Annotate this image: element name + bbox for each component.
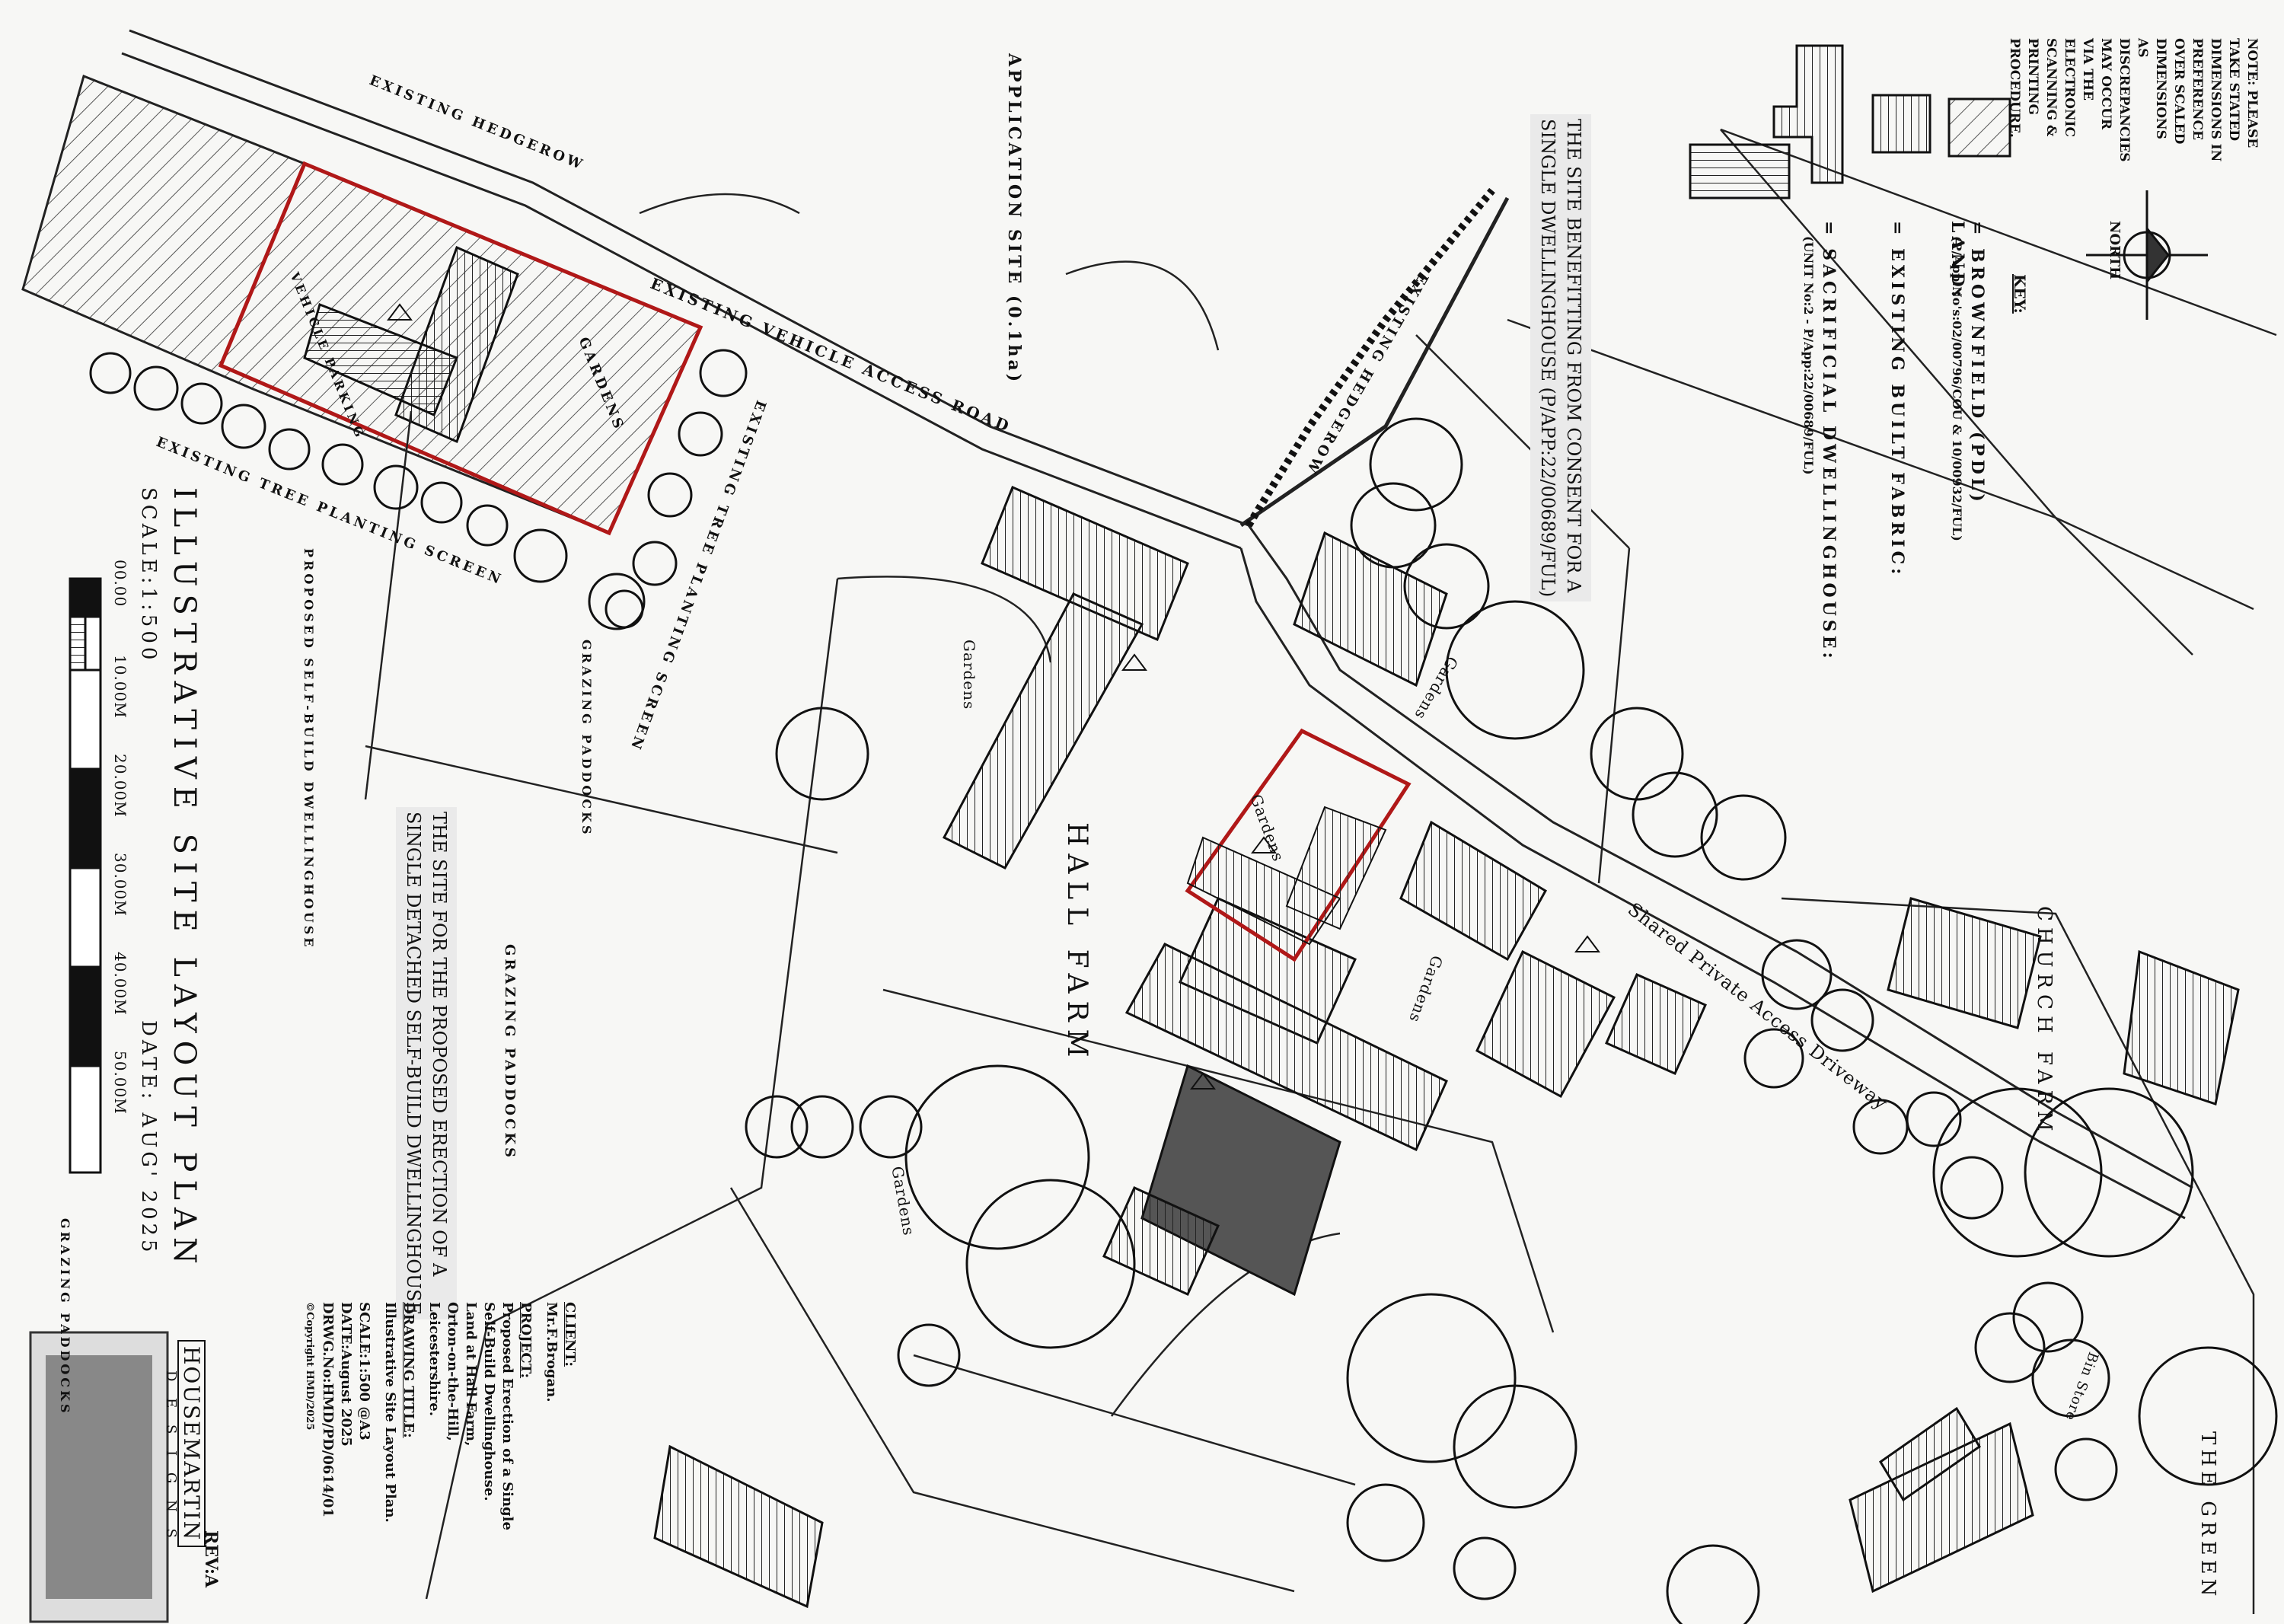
label-proposed-dwelling: PROPOSED SELF-BUILD DWELLINGHOUSE [301, 548, 316, 950]
project-line-3: Land at Hall Farm, [463, 1302, 479, 1447]
callout-proposal-line-1: THE SITE FOR THE PROPOSED ERECTION OF A [429, 812, 450, 1277]
key-symbols [1689, 44, 2011, 199]
title-block-date: DATE:August 2025 [338, 1302, 354, 1447]
label-grazing-paddocks-2: GRAZING PADDOCKS [502, 944, 518, 1161]
scale-bar [69, 577, 102, 1174]
label-gardens-a: Gardens [960, 640, 978, 710]
project-line-4: Orton-on-the-Hill, [445, 1302, 461, 1441]
title-block-scale: SCALE:1:500 @A3 [356, 1302, 372, 1441]
existing-buildings [653, 486, 2240, 1609]
key-sacrificial-ref: (UNIT No:2 - P/App:22/00689/FUL) [1801, 236, 1816, 475]
note-line-3: VIA THE ELECTRONIC SCANNING & PRINTING P… [2007, 38, 2095, 138]
plan-date: DATE: AUG' 2025 [137, 1020, 160, 1256]
access-road [121, 29, 2193, 1220]
north-label: NORTH [2107, 221, 2123, 280]
title-block: CLIENT: Mr.F.Brogan. PROJECT: Proposed E… [300, 1302, 579, 1530]
client-label: CLIENT: [562, 1302, 578, 1367]
plan-title: ILLUSTRATIVE SITE LAYOUT PLAN [167, 487, 202, 1271]
project-label: PROJECT: [518, 1302, 534, 1379]
label-grazing-paddocks-3: GRAZING PADDOCKS [58, 1218, 72, 1416]
view-markers [387, 303, 1600, 1090]
scalebar-label-30: 30.00M [111, 853, 129, 917]
callout-proposal-line-2: SINGLE DETACHED SELF-BUILD DWELLINGHOUSE [403, 812, 424, 1316]
project-line-5: Leicestershire. [426, 1302, 442, 1417]
proposed-dwelling-footprint [303, 245, 519, 444]
drawing-title: Illustrative Site Layout Plan. [382, 1302, 398, 1523]
callout-proposal: THE SITE FOR THE PROPOSED ERECTION OF A … [396, 807, 457, 1320]
north-arrow-icon [2086, 190, 2208, 320]
key-brownfield-ref: (P/App:No's:02/00796/COU & 10/00932/FUL) [1950, 236, 1964, 541]
sacrificial-dwelling [1185, 728, 1412, 962]
callout-consent-line-2: SINGLE DWELLINGHOUSE (P/APP:22/00689/FUL… [1537, 119, 1558, 598]
callout-consent-line-1: THE SITE BENEFITTING FROM CONSENT FOR A [1563, 119, 1584, 593]
scalebar-label-50: 50.00M [111, 1051, 129, 1115]
label-the-green: THE GREEN [2196, 1431, 2219, 1601]
plan-scale: SCALE:1:500 [137, 487, 160, 664]
label-application-site: APPLICATION SITE (0.1ha) [1004, 53, 1024, 385]
field-boundaries [364, 128, 2277, 1614]
housemartin-logo-icon [29, 1331, 169, 1623]
label-church-farm: CHURCH FARM [2033, 906, 2056, 1137]
brand-subtitle: D E S I G N S [163, 1370, 179, 1544]
project-line-1: Proposed Erection of a Single [499, 1302, 515, 1530]
key-sacrificial: = SACRIFICIAL DWELLINGHOUSE: [1819, 221, 1839, 662]
hedgerow-right [1245, 187, 1495, 528]
project-line-2: Self-Build Dwellinghouse. [481, 1302, 497, 1501]
label-grazing-paddocks-1: GRAZING PADDOCKS [579, 640, 594, 838]
label-hall-farm: HALL FARM [1061, 822, 1093, 1065]
note-line-2: OVER SCALED DIMENSIONS AS DISCREPANCIES … [2098, 38, 2187, 162]
brand-name: HOUSEMARTIN [177, 1340, 206, 1548]
note-line-1: NOTE: PLEASE TAKE STATED DIMENSIONS IN P… [2190, 38, 2260, 162]
client-name: Mr.F.Brogan. [544, 1302, 560, 1402]
key-title: KEY: [2011, 274, 2029, 314]
scalebar-label-0: 00.00 [111, 560, 129, 608]
trees [89, 349, 2278, 1624]
scanning-note: NOTE: PLEASE TAKE STATED DIMENSIONS IN P… [2005, 38, 2261, 162]
scalebar-label-20: 20.00M [111, 754, 129, 818]
drawing-number: DRWG.No:HMD/PD/0614/01 [320, 1302, 336, 1518]
scalebar-label-10: 10.00M [111, 655, 129, 719]
application-site-boundary [218, 161, 703, 536]
callout-consent: THE SITE BENEFITTING FROM CONSENT FOR A … [1530, 114, 1591, 602]
scalebar-label-40: 40.00M [111, 952, 129, 1016]
key-existing: = EXISTING BUILT FABRIC: [1887, 221, 1907, 579]
drawing-title-label: DRAWING TITLE: [400, 1302, 416, 1438]
copyright: ©Copyright HMD/2025 [304, 1302, 315, 1431]
